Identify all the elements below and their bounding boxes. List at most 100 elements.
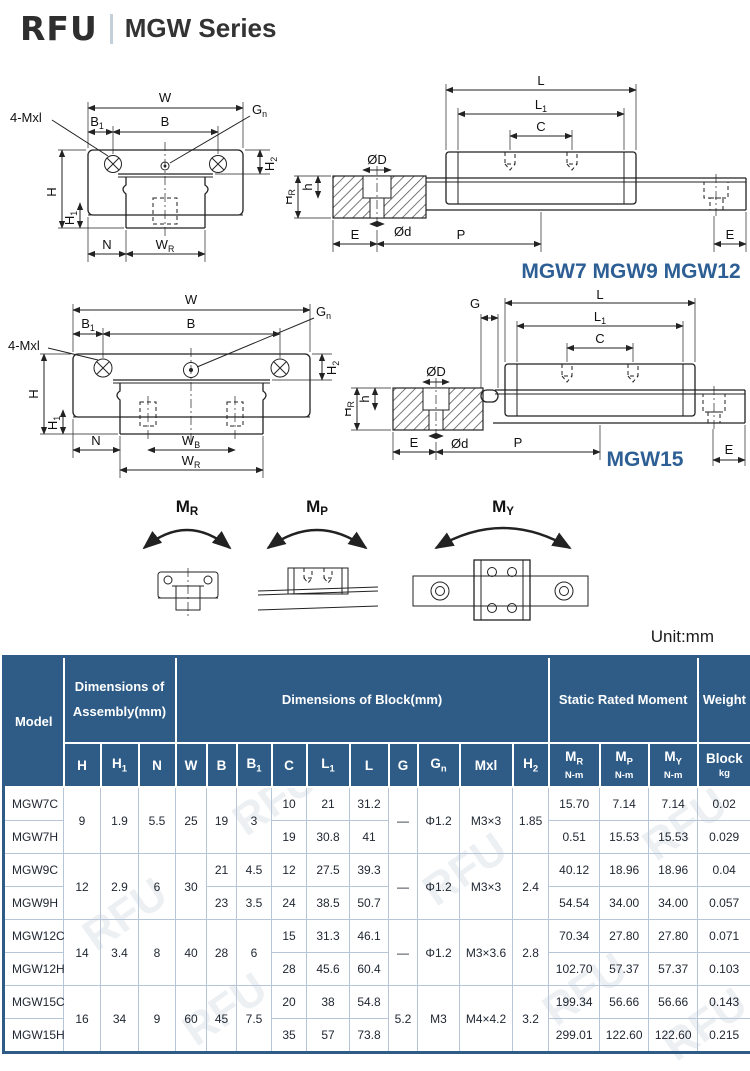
cell: 56.66 (649, 986, 698, 1019)
col-header-gn: Gn (418, 743, 460, 787)
col-header-h1: H1 (101, 743, 139, 787)
cell: 2.8 (513, 920, 549, 986)
cell: 18.96 (649, 854, 698, 887)
cell: 2.4 (513, 854, 549, 920)
cell-model: MGW15C (4, 986, 64, 1019)
cell: 38 (307, 986, 350, 1019)
dim-label-n: N (102, 237, 111, 252)
cell: 30.8 (307, 821, 350, 854)
moment-symbol: MP (602, 749, 647, 768)
cell: 40 (176, 920, 207, 986)
cell: 34 (101, 986, 139, 1053)
cell: 50.7 (350, 887, 389, 920)
cell: 15.70 (549, 787, 600, 821)
drawing (258, 530, 378, 610)
cell: 54.8 (350, 986, 389, 1019)
col-header-g: G (389, 743, 418, 787)
page-title: MGW Series (125, 13, 277, 44)
dim-label-4mxl: 4-Mxl (10, 110, 42, 125)
cell: 19 (272, 821, 307, 854)
col-header-model: Model (4, 657, 64, 788)
cell: 1.85 (513, 787, 549, 854)
cell: 57 (307, 1019, 350, 1053)
moment-diagram-mp: MP (250, 494, 385, 622)
cell: 45 (207, 986, 237, 1053)
cell: 7.14 (649, 787, 698, 821)
col-header-h2: H2 (513, 743, 549, 787)
dim-label-wr: WR (156, 237, 175, 254)
dim-label-h2: H2 (262, 157, 279, 171)
col-header-l: L (350, 743, 389, 787)
cell: 28 (272, 953, 307, 986)
cell: 15.53 (600, 821, 649, 854)
cell: 0.215 (698, 1019, 750, 1053)
cell: 31.2 (350, 787, 389, 821)
dim-label-h: H (44, 187, 59, 196)
cell: M3×3 (460, 854, 513, 920)
cell: 34.00 (649, 887, 698, 920)
dim-label-od-small: Ød (451, 436, 468, 451)
dim-label-w: W (185, 292, 198, 307)
cell: Φ1.2 (418, 854, 460, 920)
cell: 40.12 (549, 854, 600, 887)
cell: 3.4 (101, 920, 139, 986)
cell: 9 (139, 986, 176, 1053)
dim-label-e-right: E (725, 442, 734, 457)
cell: 57.37 (649, 953, 698, 986)
cell: 10 (272, 787, 307, 821)
moment-unit: kg (700, 768, 750, 779)
cell: 45.6 (307, 953, 350, 986)
cell: 0.029 (698, 821, 750, 854)
spec-table: Model Dimensions of Assembly(mm) Dimensi… (2, 655, 750, 1054)
col-header-block-kg: Block kg (698, 743, 750, 787)
cell: 20 (272, 986, 307, 1019)
dim-label-4mxl: 4-Mxl (8, 338, 40, 353)
cell-model: MGW12C (4, 920, 64, 953)
cell: 25 (176, 787, 207, 854)
cell: 4.5 (237, 854, 272, 887)
cell: 9 (64, 787, 101, 854)
cell: 31.3 (307, 920, 350, 953)
dim-label-wb: WB (182, 433, 200, 450)
moment-label-my: MY (492, 497, 514, 518)
cell: 5.2 (389, 986, 418, 1053)
cell: 102.70 (549, 953, 600, 986)
cell: 19 (207, 787, 237, 854)
dim-label-n: N (91, 433, 100, 448)
cell: 6 (237, 920, 272, 986)
rfu-logo: RFU (20, 12, 98, 45)
cell: 23 (207, 887, 237, 920)
side-view-diagram-mgw7-9-12: ØD Ød HR h L L1 C E P E MGW7 MGW9 MGW12 (286, 76, 750, 290)
col-header-l1: L1 (307, 743, 350, 787)
cell: 12 (272, 854, 307, 887)
cell: 30 (176, 854, 207, 920)
moment-diagram-mr: MR (130, 494, 245, 622)
col-header-n: N (139, 743, 176, 787)
dim-label-h1: H1 (45, 416, 62, 430)
dim-label-b1: B1 (90, 114, 104, 131)
moment-label-mp: MP (306, 497, 328, 518)
cell-model: MGW7C (4, 787, 64, 821)
cell-model: MGW15H (4, 1019, 64, 1053)
dim-label-c: C (536, 119, 545, 134)
cell: 16 (64, 986, 101, 1053)
dim-label-e-right: E (726, 227, 735, 242)
cell: 122.60 (600, 1019, 649, 1053)
moment-label-mr: MR (176, 497, 199, 518)
cell: M3×3.6 (460, 920, 513, 986)
cell-model: MGW7H (4, 821, 64, 854)
moment-symbol: Block (700, 751, 750, 766)
cell: 7.14 (600, 787, 649, 821)
dim-label-e-left: E (351, 227, 360, 242)
dim-label-p: P (514, 435, 523, 450)
dim-label-e-left: E (410, 435, 419, 450)
moment-symbol: MR (551, 749, 598, 768)
group-header-weight: Weight (698, 657, 750, 744)
caption-mgw15: MGW15 (606, 448, 683, 471)
cell: 6 (139, 854, 176, 920)
dim-label-h-small: h (300, 183, 315, 190)
unit-label: Unit:mm (651, 627, 714, 647)
cell: Φ1.2 (418, 920, 460, 986)
table-row: MGW7C 9 1.9 5.5 25 19 3 10 21 31.2 — Φ1.… (4, 787, 750, 821)
dim-label-h2: H2 (324, 361, 341, 375)
